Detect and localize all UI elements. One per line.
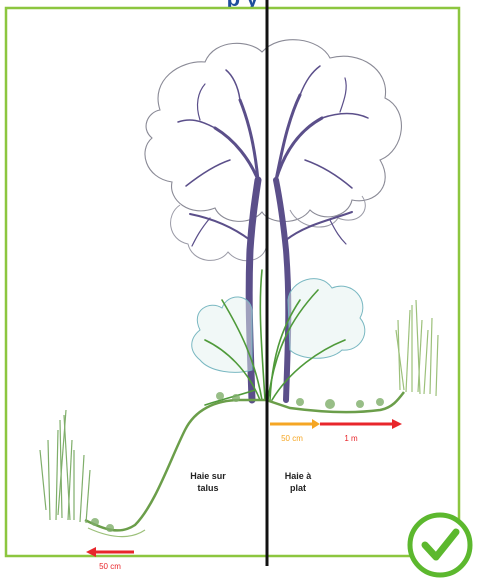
- measure-red-right-label: 1 m: [336, 434, 366, 443]
- label-haie-sur-talus: Haie sur talus: [182, 470, 234, 494]
- shrub-right: [288, 279, 365, 359]
- measure-red-left-label: 50 cm: [90, 562, 130, 571]
- measure-orange-label: 50 cm: [272, 434, 312, 443]
- check-circle-icon: [410, 515, 470, 575]
- label-haie-a-plat: Haie à plat: [278, 470, 318, 494]
